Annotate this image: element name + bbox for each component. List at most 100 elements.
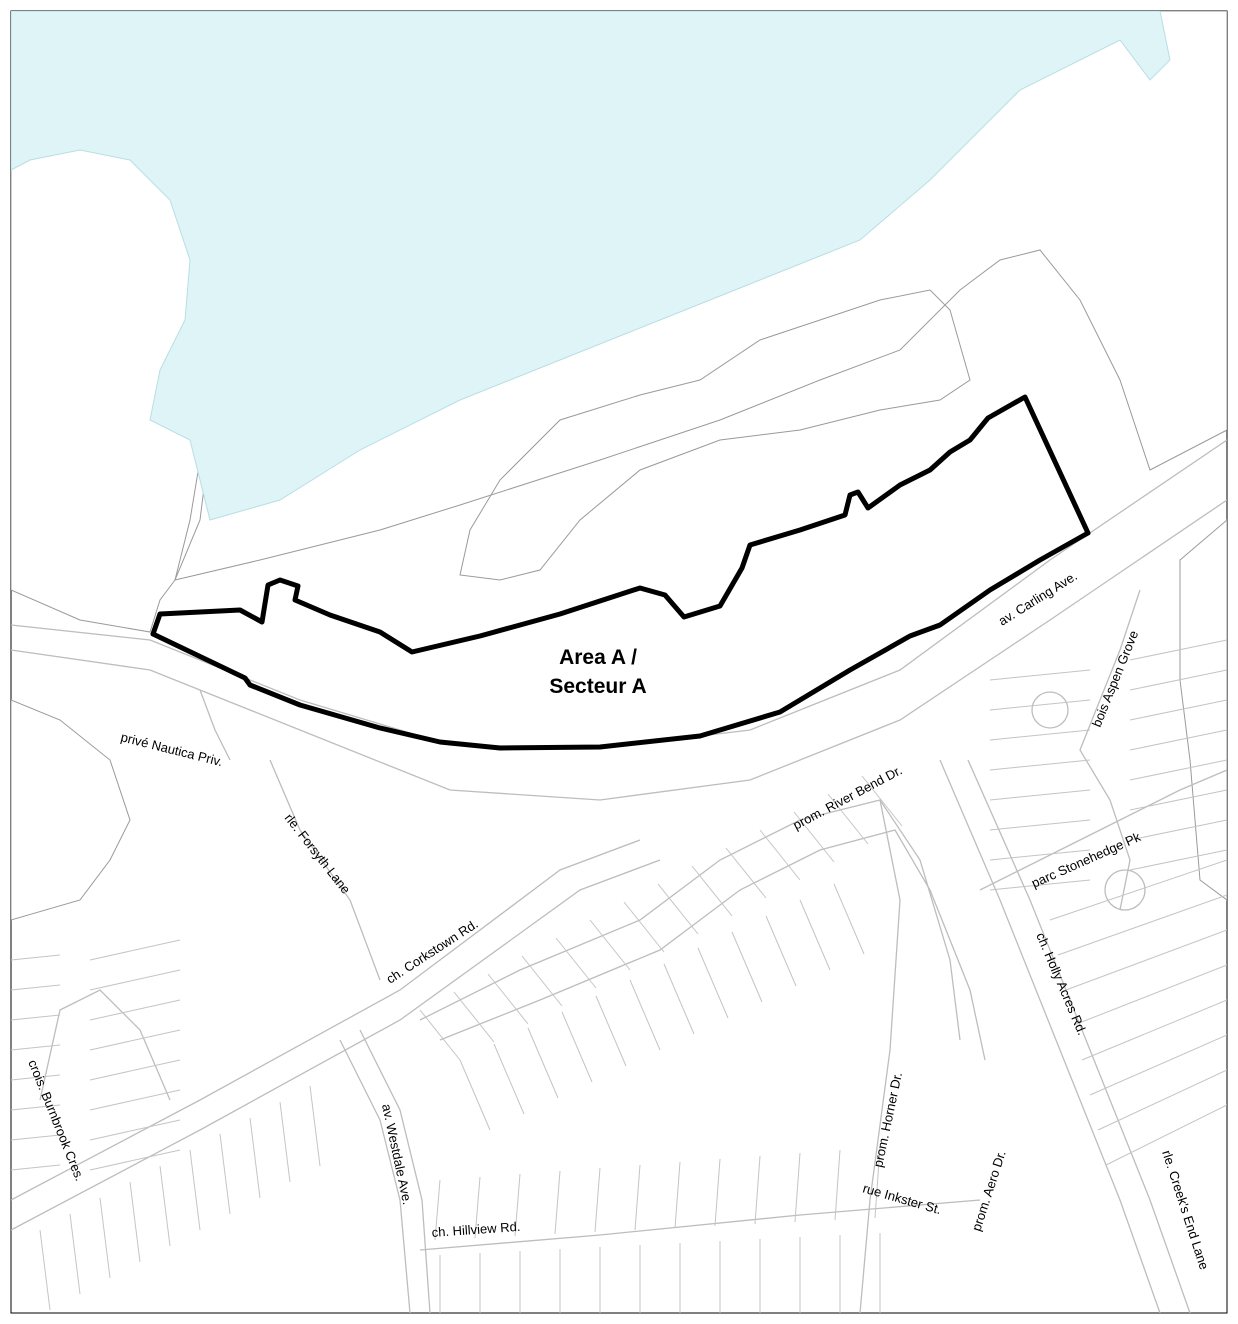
lot-line (725, 847, 767, 899)
lot-line (834, 1149, 841, 1221)
lot-line (1129, 699, 1227, 721)
hatched-island (459, 289, 971, 581)
road-horner (859, 799, 901, 1313)
road-westdale-w (339, 1039, 411, 1313)
lot-line (1081, 999, 1227, 1061)
lot-line (493, 1043, 525, 1115)
lot-line (1089, 1034, 1227, 1096)
road-forsyth (269, 759, 381, 981)
road-corkstown-south (11, 859, 661, 1231)
lot-line (11, 1164, 61, 1171)
area-label-line2: Secteur A (549, 675, 646, 698)
lot-line (657, 883, 699, 935)
cul-de-sac-aspen (1031, 691, 1069, 729)
lot-line (189, 1149, 201, 1231)
road-burnbrook (39, 989, 171, 1101)
lot-line (765, 915, 797, 987)
area-a-boundary (150, 394, 1091, 751)
lot-line (1097, 1069, 1227, 1131)
lot-line (623, 901, 665, 953)
lot-line (989, 849, 1091, 861)
lot-line (11, 984, 61, 991)
lot-line (521, 955, 563, 1007)
lot-line (794, 1152, 801, 1223)
lot-line (487, 973, 529, 1025)
lot-line (89, 1029, 181, 1051)
lot-line (1057, 894, 1227, 956)
lot-line (555, 937, 597, 989)
area-label-line1: Area A / (559, 646, 637, 669)
lot-line (674, 1161, 681, 1229)
lot-line (595, 995, 627, 1067)
lot-line (731, 931, 763, 1003)
lot-line (554, 1170, 561, 1235)
lot-line (1129, 849, 1227, 871)
lot-line (11, 1104, 61, 1111)
road-holly-acres-e (967, 759, 1191, 1313)
lot-line (1129, 819, 1227, 841)
lot-line (989, 729, 1091, 741)
lot-line (89, 1089, 181, 1111)
lot-line (634, 1164, 641, 1231)
lot-line (474, 1176, 481, 1239)
lot-line (159, 1165, 171, 1247)
lot-line (861, 775, 903, 827)
lot-line (1049, 859, 1227, 921)
lot-line (989, 759, 1091, 771)
lot-line (989, 819, 1091, 831)
lot-line (874, 1146, 881, 1219)
lot-line (309, 1085, 321, 1167)
lot-line (989, 699, 1091, 711)
label-hillview-rd: ch. Hillview Rd. (431, 1219, 521, 1240)
lot-line (1129, 669, 1227, 691)
lot-line (249, 1117, 261, 1199)
lot-line (827, 793, 869, 845)
lot-line (89, 969, 181, 991)
lot-line (799, 899, 831, 971)
lot-line (453, 991, 495, 1043)
lot-line (989, 789, 1091, 801)
road-aspen-grove (1079, 589, 1141, 911)
lot-line (514, 1173, 521, 1237)
lot-line (754, 1155, 761, 1225)
road-stonehedge (979, 769, 1227, 891)
lot-line (11, 1014, 61, 1021)
lot-line (89, 1119, 181, 1141)
lot-line (11, 1134, 61, 1141)
road-corkstown-north (11, 839, 641, 1201)
lot-line (219, 1133, 231, 1215)
lot-line (1129, 759, 1227, 781)
lot-line (989, 879, 1091, 891)
lot-line (663, 963, 695, 1035)
lot-lines (11, 639, 1227, 1313)
lot-line (759, 829, 801, 881)
lot-line (714, 1158, 721, 1227)
lot-line (434, 1179, 441, 1241)
road-nautica (199, 689, 231, 761)
lot-line (89, 1059, 181, 1081)
lot-line (989, 669, 1091, 681)
lot-line (11, 954, 61, 961)
lot-line (1073, 964, 1227, 1026)
lot-line (419, 1009, 461, 1061)
hatched-land-southwest (11, 699, 131, 921)
lot-line (691, 865, 733, 917)
lot-line (527, 1027, 559, 1099)
water-body (11, 11, 1171, 521)
lot-line (1105, 1104, 1227, 1166)
road-holly-acres-w (939, 759, 1161, 1313)
lot-line (1129, 639, 1227, 661)
lot-line (793, 811, 835, 863)
lot-line (11, 1074, 61, 1081)
lot-line (11, 1044, 61, 1051)
lot-line (89, 1149, 181, 1171)
lot-line (69, 1213, 81, 1295)
lot-line (39, 1229, 51, 1311)
cul-de-sac-stonehedge (1104, 869, 1146, 911)
lot-line (129, 1181, 141, 1263)
lot-line (1129, 729, 1227, 751)
lot-line (594, 1167, 601, 1233)
lot-line (1065, 929, 1227, 991)
lot-line (99, 1197, 111, 1279)
